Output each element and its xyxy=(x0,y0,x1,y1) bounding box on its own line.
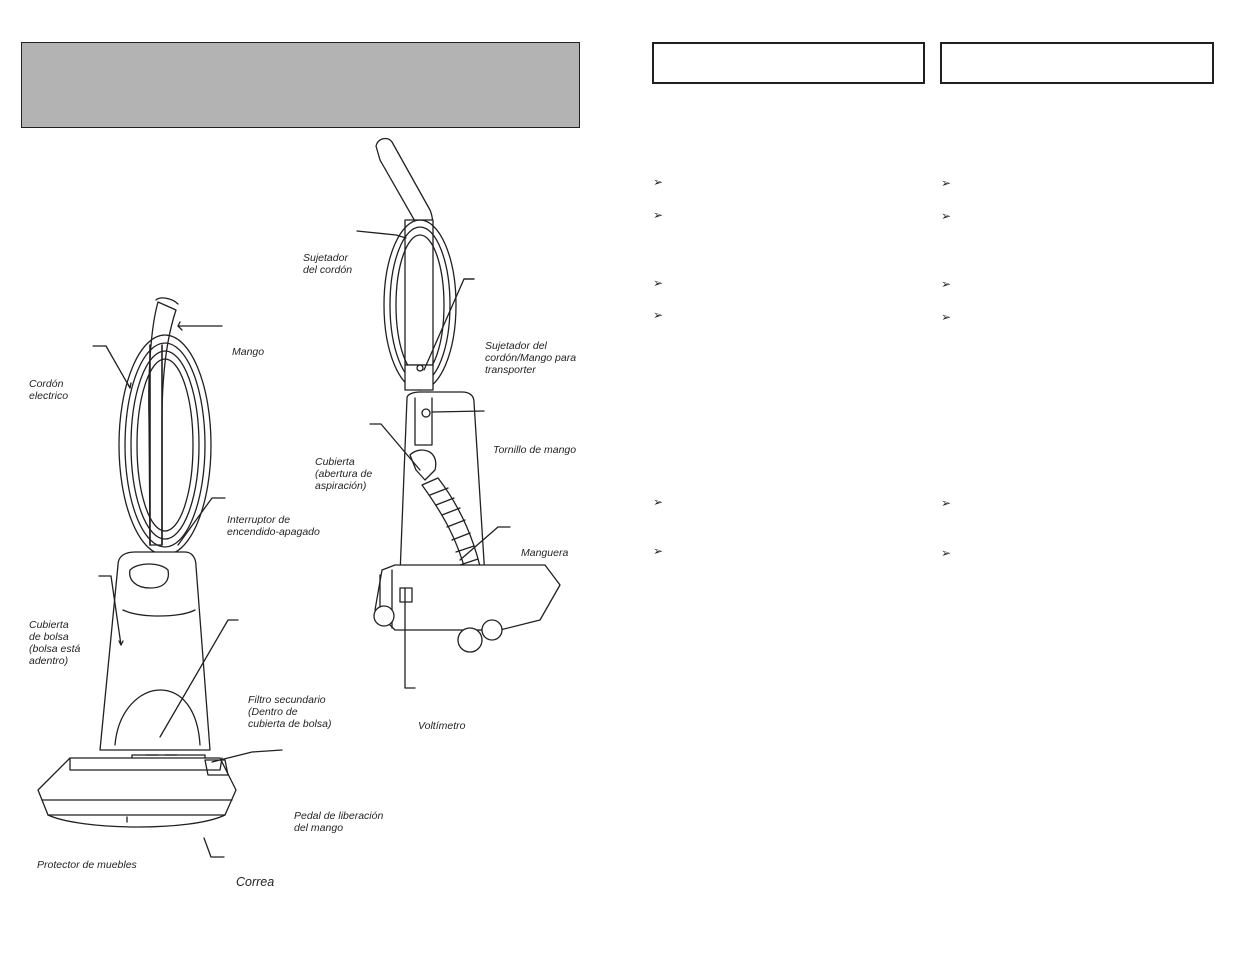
bullet-arrow: ➢ xyxy=(941,209,952,223)
label-tornillo: Tornillo de mango xyxy=(493,444,577,456)
label-cubierta-bolsa: Cubierta de bolsa (bolsa está adentro) xyxy=(29,619,81,667)
bullet-arrow: ➢ xyxy=(941,176,952,190)
label-interruptor: Interruptor de encendido-apagado xyxy=(227,514,320,538)
vacuum-illustration xyxy=(37,137,561,858)
label-mango: Mango xyxy=(232,346,265,358)
back-vacuum-drawing xyxy=(356,137,561,689)
label-voltimetro: Voltímetro xyxy=(418,720,466,732)
bullet-arrow: ➢ xyxy=(653,208,664,222)
label-sujetador-mango: Sujetador del cordón/Mango para transpor… xyxy=(485,340,577,376)
bullet-arrow: ➢ xyxy=(653,175,664,189)
label-correa: Correa xyxy=(236,875,275,889)
title-band xyxy=(21,42,580,128)
label-cordon-electrico: Cordón electrico xyxy=(29,378,69,402)
bullet-arrow: ➢ xyxy=(653,276,664,290)
label-protector: Protector de muebles xyxy=(37,859,137,871)
header-box-right xyxy=(940,42,1214,84)
front-vacuum-drawing xyxy=(37,297,283,858)
bullet-arrow: ➢ xyxy=(941,277,952,291)
bullet-arrow: ➢ xyxy=(941,310,952,324)
bullet-arrow: ➢ xyxy=(941,546,952,560)
label-pedal: Pedal de liberación del mango xyxy=(294,810,384,834)
bullet-arrow: ➢ xyxy=(653,544,664,558)
label-cubierta-aspiracion: Cubierta (abertura de aspiración) xyxy=(315,456,373,492)
label-filtro: Filtro secundario (Dentro de cubierta de… xyxy=(248,694,332,730)
bullet-arrow: ➢ xyxy=(653,308,664,322)
bullet-arrow: ➢ xyxy=(653,495,664,509)
header-box-left xyxy=(652,42,925,84)
bullet-arrow: ➢ xyxy=(941,496,952,510)
label-sujetador-cordon: Sujetador del cordón xyxy=(303,252,353,276)
label-manguera: Manguera xyxy=(521,547,569,559)
